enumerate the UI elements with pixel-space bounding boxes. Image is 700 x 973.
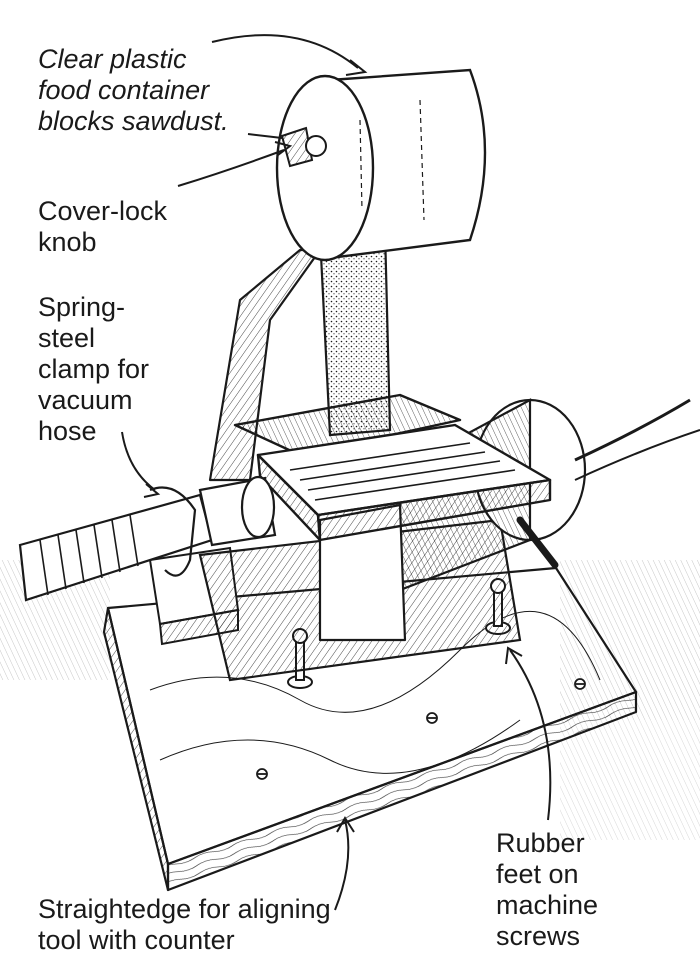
leader-knob — [177, 149, 285, 187]
leader-container — [211, 34, 359, 69]
screws — [256, 678, 586, 780]
clamp-label-line-4: vacuum — [38, 385, 133, 415]
feet-label-line-3: machine — [496, 890, 599, 920]
leader-container-knob — [247, 133, 283, 139]
arrow-container — [345, 59, 368, 76]
counter-hatching — [0, 560, 700, 840]
container-label-line-3: blocks sawdust. — [38, 106, 229, 136]
container-label: Clear plastic food container blocks sawd… — [38, 44, 229, 137]
feet-label: Rubber feet on machine screws — [496, 828, 598, 952]
feet-label-line-4: screws — [496, 921, 581, 951]
straightedge-label-line-2: tool with counter — [38, 925, 235, 955]
leader-feet — [509, 649, 552, 821]
clamp-label-line-5: hose — [38, 416, 97, 446]
container-label-line-1: Clear plastic — [38, 44, 187, 74]
spring-steel-clamp — [149, 486, 197, 577]
knob-label: Cover-lock knob — [38, 196, 167, 258]
leader-straightedge — [334, 819, 350, 911]
work-table — [233, 393, 559, 569]
leader-clamp — [121, 431, 156, 491]
dust-container — [275, 68, 487, 262]
straightedge-label: Straightedge for aligning tool with coun… — [38, 894, 331, 956]
straightedge-label-line-1: Straightedge for aligning — [38, 894, 331, 924]
clamp-label-line-2: steel — [38, 323, 96, 353]
vacuum-hose — [18, 475, 277, 602]
feet-label-line-2: feet on — [496, 859, 579, 889]
knob-label-line-2: knob — [38, 227, 97, 257]
clamp-label-line-1: Spring- — [38, 292, 126, 322]
clamp-label-line-3: clamp for — [38, 354, 150, 384]
cover-lock-knob — [280, 126, 327, 168]
knob-label-line-1: Cover-lock — [38, 196, 168, 226]
container-label-line-2: food container — [38, 75, 210, 105]
leader-lines — [121, 34, 552, 911]
feet-label-line-1: Rubber — [496, 828, 585, 858]
clamp-label: Spring- steel clamp for vacuum hose — [38, 292, 149, 447]
